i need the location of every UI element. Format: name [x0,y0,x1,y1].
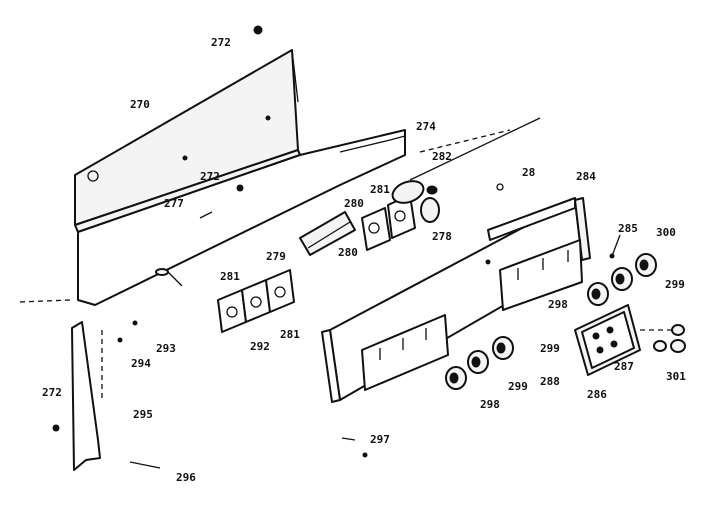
keypad-287 [574,304,641,376]
callout-294: 294 [131,357,151,370]
callout-299-right: 299 [665,278,685,291]
callout-301: 301 [666,370,686,383]
callout-297: 297 [370,433,390,446]
callout-272-left: 272 [42,386,62,399]
callout-286: 286 [587,388,607,401]
callout-282: 282 [432,150,452,163]
rod [409,117,541,181]
callout-284: 284 [576,170,596,183]
leader-line [419,129,511,153]
callout-270: 270 [130,98,150,111]
callout-298-left: 298 [480,398,500,411]
callout-285: 285 [618,222,638,235]
small-parts-right [640,324,686,353]
callout-299-left: 299 [508,380,528,393]
callout-293: 293 [156,342,176,355]
callout-288: 288 [540,375,560,388]
callout-281-upper: 281 [370,183,390,196]
callout-272-top: 272 [211,36,231,49]
callout-272-mid: 272 [200,170,220,183]
callout-299-center: 299 [540,342,560,355]
callout-274: 274 [416,120,436,133]
callout-28: 28 [522,166,535,179]
lower-panel [77,129,406,306]
callout-277: 277 [164,197,184,210]
knob-282 [391,180,440,223]
callout-labels: 272 270 274 282 272 28 284 281 277 280 2… [42,36,686,484]
front-knobs [445,253,657,390]
callout-300: 300 [656,226,676,239]
callout-278: 278 [432,230,452,243]
control-panel [321,197,591,403]
callout-287: 287 [614,360,634,373]
callout-280-bottom: 280 [338,246,358,259]
callout-280-top: 280 [344,197,364,210]
switch-block-lower [217,269,295,333]
side-trim [19,299,103,471]
screws [117,25,621,469]
callout-295: 295 [133,408,153,421]
callout-298-right: 298 [548,298,568,311]
callout-281-left: 281 [220,270,240,283]
callout-292: 292 [250,340,270,353]
callout-279: 279 [266,250,286,263]
callout-281-right: 281 [280,328,300,341]
callout-296: 296 [176,471,196,484]
back-panel [74,49,301,233]
